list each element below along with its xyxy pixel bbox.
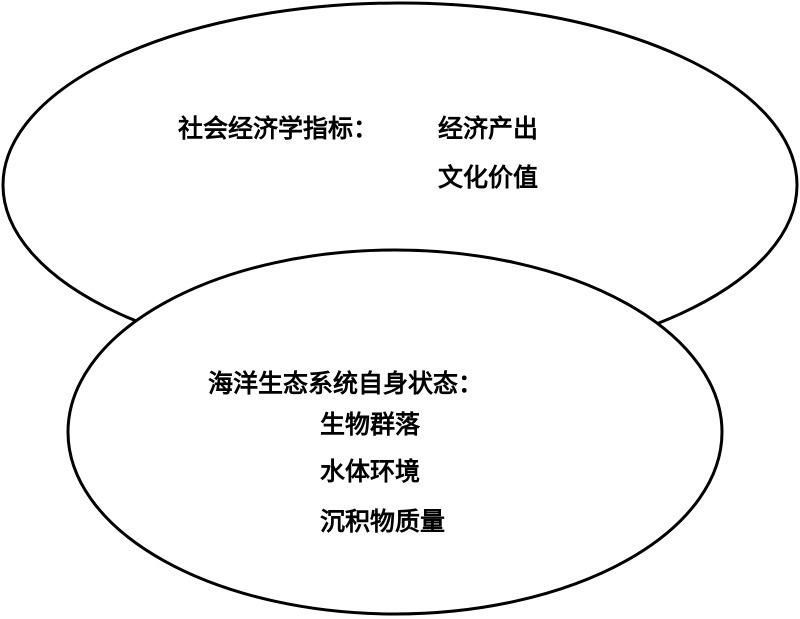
ecosystem-heading: 海洋生态系统自身状态：: [208, 369, 483, 398]
socioeconomic-item-economic-output: 经济产出: [438, 114, 538, 143]
ecosystem-item-biological-community: 生物群落: [320, 410, 421, 439]
socioeconomic-heading: 社会经济学指标：: [178, 114, 378, 143]
ecosystem-ellipse: [66, 248, 724, 616]
ecosystem-item-sediment-quality: 沉积物质量: [320, 507, 445, 536]
ecosystem-item-water-environment: 水体环境: [320, 457, 420, 486]
socioeconomic-item-cultural-value: 文化价值: [438, 163, 538, 192]
